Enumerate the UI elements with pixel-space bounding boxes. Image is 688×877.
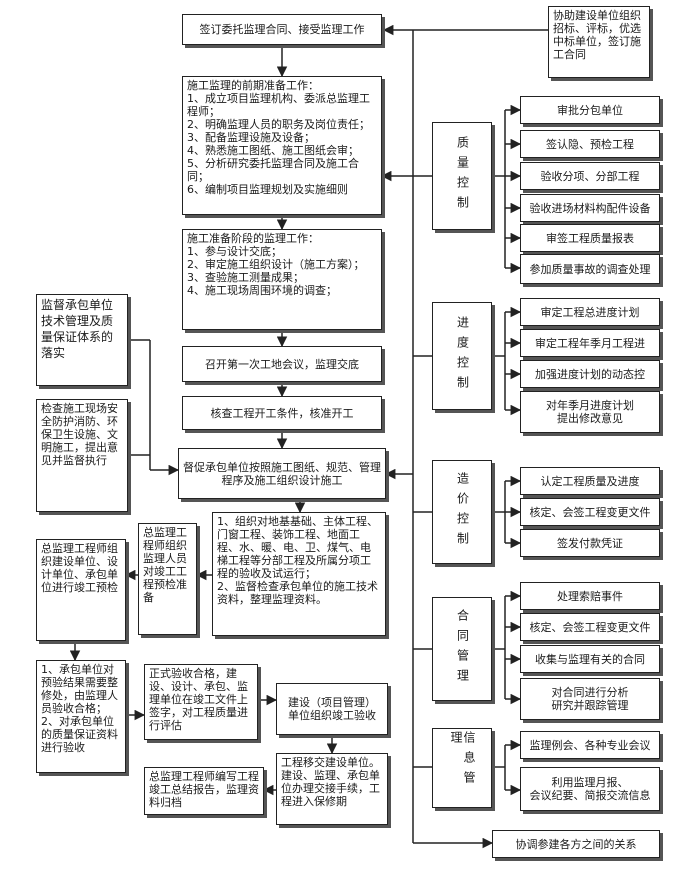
quality-item: 签认隐、预检工程 xyxy=(520,130,660,158)
category-contract-management: 合同管理 xyxy=(432,597,492,701)
schedule-item: 审定工程总进度计划 xyxy=(520,298,660,326)
category-information-management: 信息管理 xyxy=(432,728,492,808)
schedule-item: 审定工程年季月工程进 xyxy=(520,329,660,357)
coordinate-parties-box: 协调参建各方之间的关系 xyxy=(492,830,660,858)
preparation-box: 施工监理的前期准备工作： 1、成立项目监理机构、委派总监理工程师； 2、明确监理… xyxy=(182,76,382,215)
sign-contract-box: 签订委托监理合同、接受监理工作 xyxy=(182,14,382,45)
quality-item: 验收分项、分部工程 xyxy=(520,162,660,190)
chief-precheck-box: 总监理工程师组织建设单位、设计单位、承包单位进行竣工预检 xyxy=(36,539,126,641)
summary-report-box: 总监理工程师编写工程竣工总结报告，监理资料归档 xyxy=(144,767,264,815)
handover-box: 工程移交建设单位。建设、监理、承包单位办理交接手续，工程进入保修期 xyxy=(276,753,388,825)
contract-item: 对合同进行分析 研究并跟踪管理 xyxy=(520,678,660,720)
cost-item: 核定、会签工程变更文件 xyxy=(520,498,660,526)
info-item: 利用监理月报、 会议纪要、简报交流信息 xyxy=(520,767,660,811)
schedule-item: 对年季月进度计划 提出修改意见 xyxy=(520,391,660,433)
category-schedule-control: 进度控制 xyxy=(432,302,492,410)
quality-item: 参加质量事故的调查处理 xyxy=(520,254,660,284)
preparation-stage-box: 施工准备阶段的监理工作： 1、参与设计交底； 2、审定施工组织设计（施工方案）；… xyxy=(182,229,382,330)
quality-item: 审批分包单位 xyxy=(520,96,660,124)
cost-item: 认定工程质量及进度 xyxy=(520,467,660,495)
formal-acceptance-box: 正式验收合格，建设、设计、承包、监理单位在竣工文件上签字，对工程质量进行评估 xyxy=(144,664,258,740)
rectify-box: 1、承包单位对预验结果需要整修处，由监理人员验收合格； 2、对承包单位的质量保证… xyxy=(36,660,126,773)
contract-item: 收集与监理有关的合同 xyxy=(520,645,660,673)
acceptance-box: 1、组织对地基基础、主体工程、门窗工程、装饰工程、地面工程、水、暖、电、卫、煤气… xyxy=(212,512,386,636)
site-inspection-box: 检查施工现场安全防护消防、环保卫生设施、文明施工，提出意见并监督执行 xyxy=(36,399,128,512)
system-supervision-box: 监督承包单位技术管理及质量保证体系的落实 xyxy=(36,294,128,386)
contract-item: 处理索赔事件 xyxy=(520,582,660,610)
quality-item: 审签工程质量报表 xyxy=(520,224,660,252)
category-quality-control: 质量控制 xyxy=(432,122,492,230)
info-item: 监理例会、各种专业会议 xyxy=(520,731,660,759)
schedule-item: 加强进度计划的动态控 xyxy=(520,360,660,388)
contract-item: 核定、会签工程变更文件 xyxy=(520,613,660,641)
assist-owner-box: 协助建设单位组织招标、评标，优选中标单位，签订施工合同 xyxy=(548,6,650,78)
quality-item: 验收进场材料构配件设备 xyxy=(520,194,660,222)
cost-item: 签发付款凭证 xyxy=(520,529,660,557)
category-cost-control: 造价控制 xyxy=(432,460,492,564)
check-start-box: 核查工程开工条件，核准开工 xyxy=(182,396,382,430)
supervise-construction-box: 督促承包单位按照施工图纸、规范、管理程序及施工组织设计施工 xyxy=(178,448,386,499)
chief-organize-box: 总监理工程师组织监理人员对竣工工程预检准备 xyxy=(138,523,197,635)
first-meeting-box: 召开第一次工地会议，监理交底 xyxy=(182,346,382,382)
owner-acceptance-box: 建设（项目管理） 单位组织竣工验收 xyxy=(276,683,388,735)
